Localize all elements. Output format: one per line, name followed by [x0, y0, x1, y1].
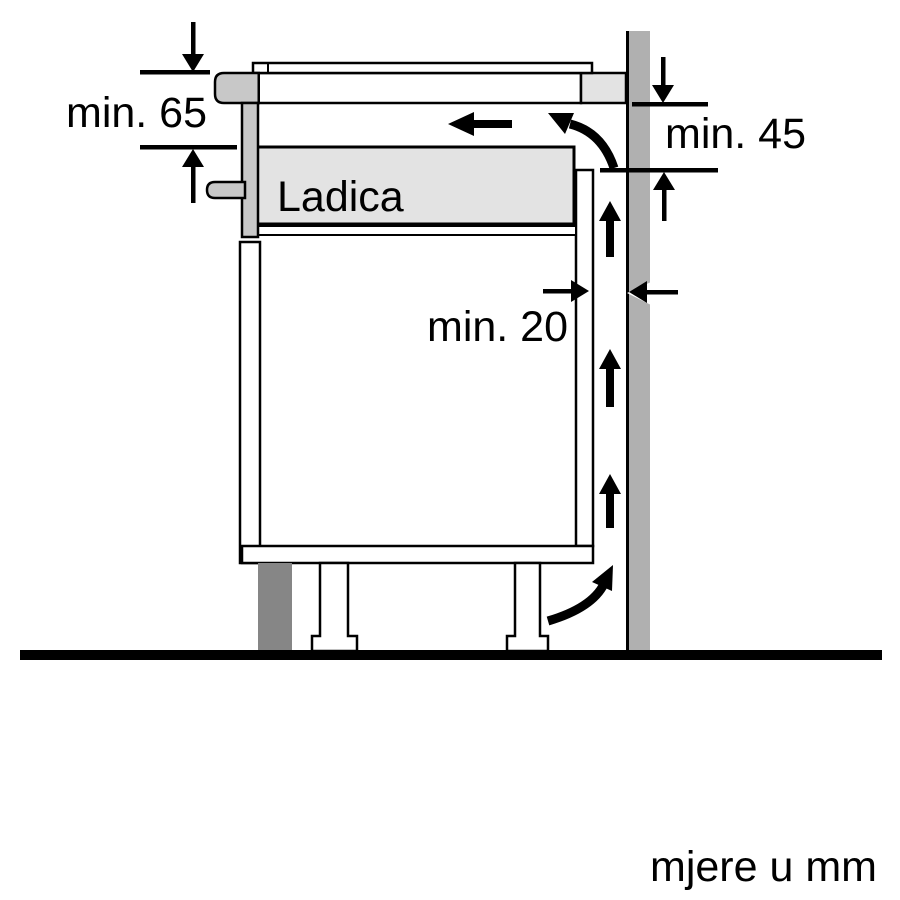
dim45-up-arrow-icon — [653, 172, 675, 190]
dim20-left-arrow-shaft — [647, 290, 678, 295]
airflow-top-curve-arrowhead-icon — [548, 113, 574, 134]
dim45-down-arrow-shaft — [661, 57, 666, 87]
dim45-top-tick — [632, 102, 708, 107]
cabinet-back-panel — [574, 168, 595, 548]
dimension-min-45: min. 45 — [600, 57, 806, 221]
dim20-label: min. 20 — [427, 303, 568, 351]
dim65-down-arrow-shaft — [191, 22, 196, 56]
airflow-top-curve — [568, 119, 619, 170]
dim65-top-tick — [140, 70, 210, 75]
fixing-screw-peg — [205, 180, 247, 200]
worktop-hob-assembly — [205, 61, 628, 239]
worktop-end-block — [579, 71, 628, 105]
dim45-up-arrow-shaft — [662, 190, 667, 221]
dim65-down-arrow-icon — [182, 54, 204, 72]
drawer-rail — [257, 225, 577, 236]
drawer-label: Ladica — [277, 173, 404, 221]
dim65-up-arrow-icon — [182, 149, 204, 167]
dim20-right-arrow-shaft — [543, 289, 571, 294]
wall — [626, 31, 651, 650]
cabinet-leg-right — [505, 561, 550, 653]
cabinet-leg-left — [310, 561, 359, 653]
airflow-bottom-curve — [546, 581, 609, 626]
dim20-right-arrow-icon — [571, 280, 589, 302]
hob-glass — [251, 61, 594, 75]
dimension-min-65: min. 65 — [66, 22, 237, 203]
hob-body — [255, 71, 583, 105]
dim65-up-arrow-shaft — [191, 167, 196, 203]
dim45-bottom-tick — [600, 168, 718, 173]
dimension-min-20: min. 20 — [427, 280, 678, 351]
cabinet — [238, 168, 595, 653]
cabinet-bottom-panel — [240, 544, 595, 565]
cabinet-left-side-panel — [238, 240, 262, 565]
dim65-bottom-tick — [140, 145, 237, 150]
dim65-label: min. 65 — [66, 89, 207, 137]
airflow-up-arrow-2-icon — [599, 349, 621, 407]
drawer: Ladica — [255, 145, 577, 236]
plinth-panel — [258, 563, 292, 650]
airflow-left-arrow-icon — [448, 112, 512, 136]
dim20-left-arrow-icon — [629, 281, 647, 303]
cabinet-front-frame — [240, 101, 260, 239]
airflow-up-arrow-3-icon — [599, 474, 621, 528]
airflow-bottom-curve-arrowhead-icon — [592, 565, 613, 591]
wall-front-edge — [626, 31, 629, 650]
dim45-label: min. 45 — [665, 110, 806, 158]
floor-line — [20, 650, 882, 660]
wall-body — [629, 31, 650, 650]
airflow-up-arrow-1-icon — [599, 201, 621, 257]
drawer-box — [255, 145, 576, 226]
airflow-arrows — [448, 112, 621, 626]
hob-front-trim — [213, 71, 260, 105]
dim45-down-arrow-icon — [652, 85, 674, 103]
units-note: mjere u mm — [650, 843, 877, 891]
